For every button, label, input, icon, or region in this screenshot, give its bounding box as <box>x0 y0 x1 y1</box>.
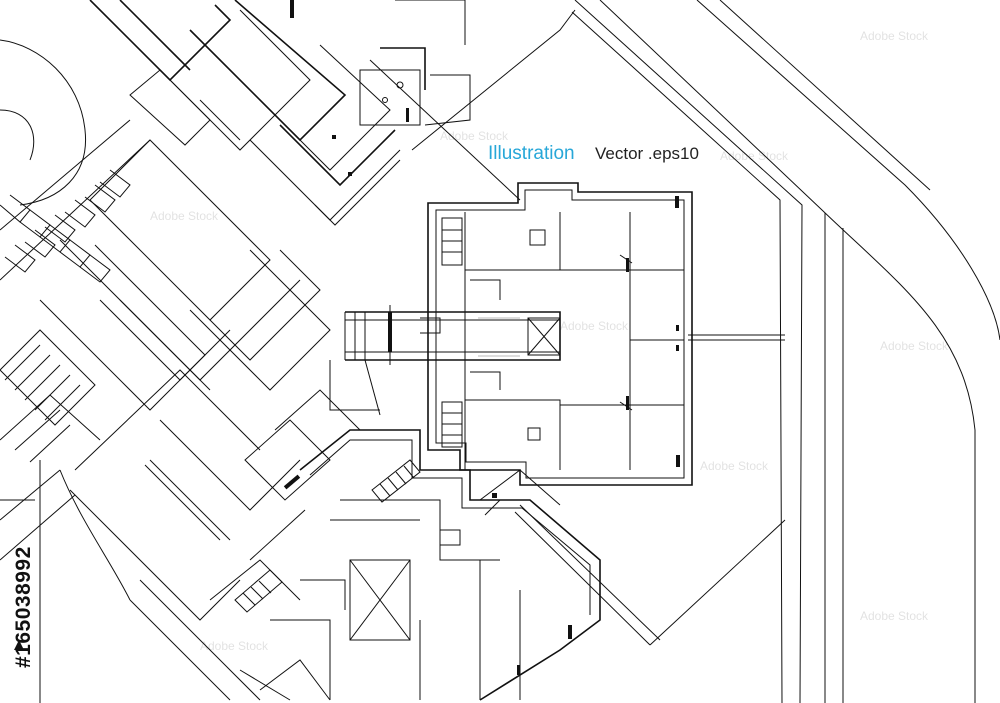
caption-rest-text: Vector .eps10 <box>595 144 699 163</box>
svg-text:Adobe Stock: Adobe Stock <box>560 319 629 333</box>
building-north <box>89 0 471 226</box>
roof-hatch-left <box>0 329 101 463</box>
plaza-left <box>0 39 151 281</box>
adobe-stock-icon <box>14 640 24 650</box>
svg-text:Adobe Stock: Adobe Stock <box>720 149 789 163</box>
stock-watermark-tiles: Adobe Stock Adobe Stock Adobe Stock Adob… <box>150 29 949 653</box>
bridge-corridor <box>329 305 561 416</box>
svg-text:Adobe Stock: Adobe Stock <box>860 609 929 623</box>
building-south <box>209 389 601 701</box>
svg-text:Adobe Stock: Adobe Stock <box>200 639 269 653</box>
caption: Illustration Vector .eps10 <box>488 143 699 164</box>
svg-text:Adobe Stock: Adobe Stock <box>440 129 509 143</box>
edge-line <box>0 460 41 703</box>
stock-id-watermark: #165038992 <box>12 546 35 668</box>
svg-text:Adobe Stock: Adobe Stock <box>860 29 929 43</box>
svg-text:Adobe Stock: Adobe Stock <box>700 459 769 473</box>
lot-lines <box>369 9 786 646</box>
svg-text:Adobe Stock: Adobe Stock <box>150 209 219 223</box>
caption-accent-word: Illustration <box>488 143 575 164</box>
svg-text:Adobe Stock: Adobe Stock <box>880 339 949 353</box>
parking-stalls <box>0 169 131 283</box>
stair-blocks <box>441 217 463 448</box>
stock-id-text: #165038992 <box>12 546 35 668</box>
building-main <box>427 182 693 486</box>
building-west <box>0 139 331 701</box>
road-boundary <box>571 0 1000 703</box>
stairs-south <box>234 459 421 613</box>
